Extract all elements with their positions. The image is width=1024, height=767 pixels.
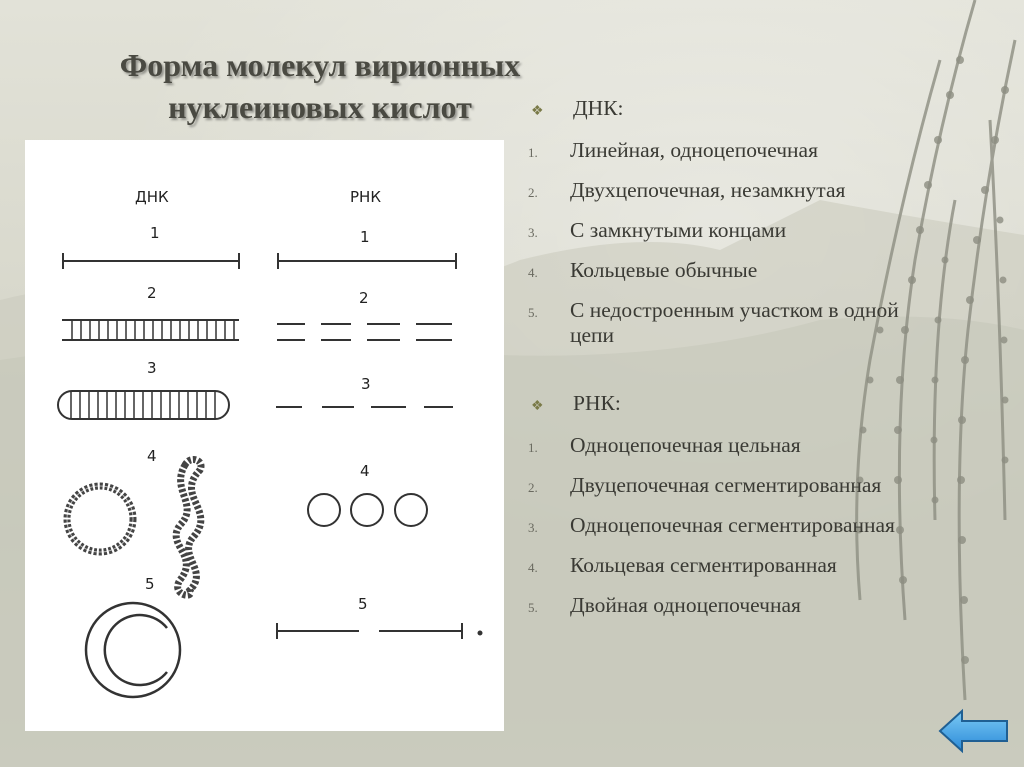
- dna-list-item: 1. Линейная, одноцепочечная: [528, 138, 948, 165]
- rna-heading: РНК:: [573, 391, 621, 415]
- dna-number-4: 4: [147, 447, 157, 465]
- dna-number-1: 1: [150, 224, 160, 242]
- list-text: Линейная, одноцепочечная: [570, 138, 818, 162]
- rna-list-item: 3. Одноцепочечная сегментированная: [528, 513, 948, 540]
- dna-list-item: 3. С замкнутыми концами: [528, 218, 948, 245]
- rna-number-4: 4: [360, 462, 370, 480]
- list-number: 2.: [528, 185, 538, 200]
- list-number: 1.: [528, 440, 538, 455]
- list-text: С недостроенным участком в одной цепи: [570, 298, 899, 347]
- rna-section-heading: ❖ РНК:: [528, 391, 948, 419]
- dna-list-item: 4. Кольцевые обычные: [528, 258, 948, 285]
- rna-number-5: 5: [358, 595, 368, 613]
- dna-column-header: ДНК: [135, 188, 169, 206]
- dna-list-item: 5. С недостроенным участком в одной цепи: [528, 298, 948, 348]
- list-text: Двойная одноцепочечная: [570, 593, 801, 617]
- dna-number-2: 2: [147, 284, 157, 302]
- rna-number-1: 1: [360, 228, 370, 246]
- list-text: Одноцепочечная сегментированная: [570, 513, 895, 537]
- arrow-left-icon: [938, 708, 1008, 754]
- list-number: 5.: [528, 305, 538, 320]
- nucleic-acid-forms-figure: ДНК РНК 1 2 3 4 5: [25, 140, 504, 731]
- diamond-bullet-icon: ❖: [531, 399, 544, 414]
- list-text: Двуцепочечная сегментированная: [570, 473, 882, 497]
- dna-linear-single-strand: [62, 253, 240, 269]
- title-line-2: нуклеиновых кислот: [168, 89, 472, 125]
- list-text: Одноцепочечная цельная: [570, 433, 801, 457]
- list-text: Двухцепочечная, незамкнутая: [570, 178, 846, 202]
- list-number: 3.: [528, 225, 538, 240]
- slide-title: Форма молекул вирионных нуклеиновых кисл…: [40, 44, 600, 128]
- rna-column-header: РНК: [350, 188, 381, 206]
- list-text: С замкнутыми концами: [570, 218, 787, 242]
- dna-section-heading: ❖ ДНК:: [528, 96, 948, 124]
- rna-number-3: 3: [361, 375, 371, 393]
- list-number: 4.: [528, 560, 538, 575]
- list-number: 5.: [528, 600, 538, 615]
- list-number: 3.: [528, 520, 538, 535]
- dna-double-strand-ladder: [62, 319, 239, 341]
- dna-closed-ends: [57, 390, 230, 420]
- list-number: 1.: [528, 145, 538, 160]
- dna-circular-forms: [63, 456, 205, 599]
- rna-circular-segmented: [307, 493, 428, 527]
- rna-list-item: 5. Двойная одноцепочечная: [528, 593, 948, 620]
- rna-list-item: 2. Двуцепочечная сегментированная: [528, 473, 948, 500]
- list-text: Кольцевые обычные: [570, 258, 758, 282]
- rna-number-2: 2: [359, 289, 369, 307]
- list-number: 2.: [528, 480, 538, 495]
- list-text: Кольцевая сегментированная: [570, 553, 837, 577]
- dna-gapped-circle: [84, 601, 182, 699]
- slide-content: ❖ ДНК: 1. Линейная, одноцепочечная 2. Дв…: [528, 96, 948, 633]
- list-number: 4.: [528, 265, 538, 280]
- rna-list-item: 1. Одноцепочечная цельная: [528, 433, 948, 460]
- rna-single-strand: [277, 253, 457, 269]
- diamond-bullet-icon: ❖: [531, 104, 544, 119]
- rna-double-segmented: [277, 323, 452, 341]
- rna-list-item: 4. Кольцевая сегментированная: [528, 553, 948, 580]
- dna-number-5: 5: [145, 575, 155, 593]
- figure-drawing: ДНК РНК 1 2 3 4 5: [57, 188, 483, 699]
- rna-double-single-strand: [276, 623, 483, 639]
- dna-list-item: 2. Двухцепочечная, незамкнутая: [528, 178, 948, 205]
- dna-heading: ДНК:: [573, 96, 624, 120]
- dna-number-3: 3: [147, 359, 157, 377]
- back-button[interactable]: [938, 708, 1010, 754]
- title-line-1: Форма молекул вирионных: [119, 47, 521, 83]
